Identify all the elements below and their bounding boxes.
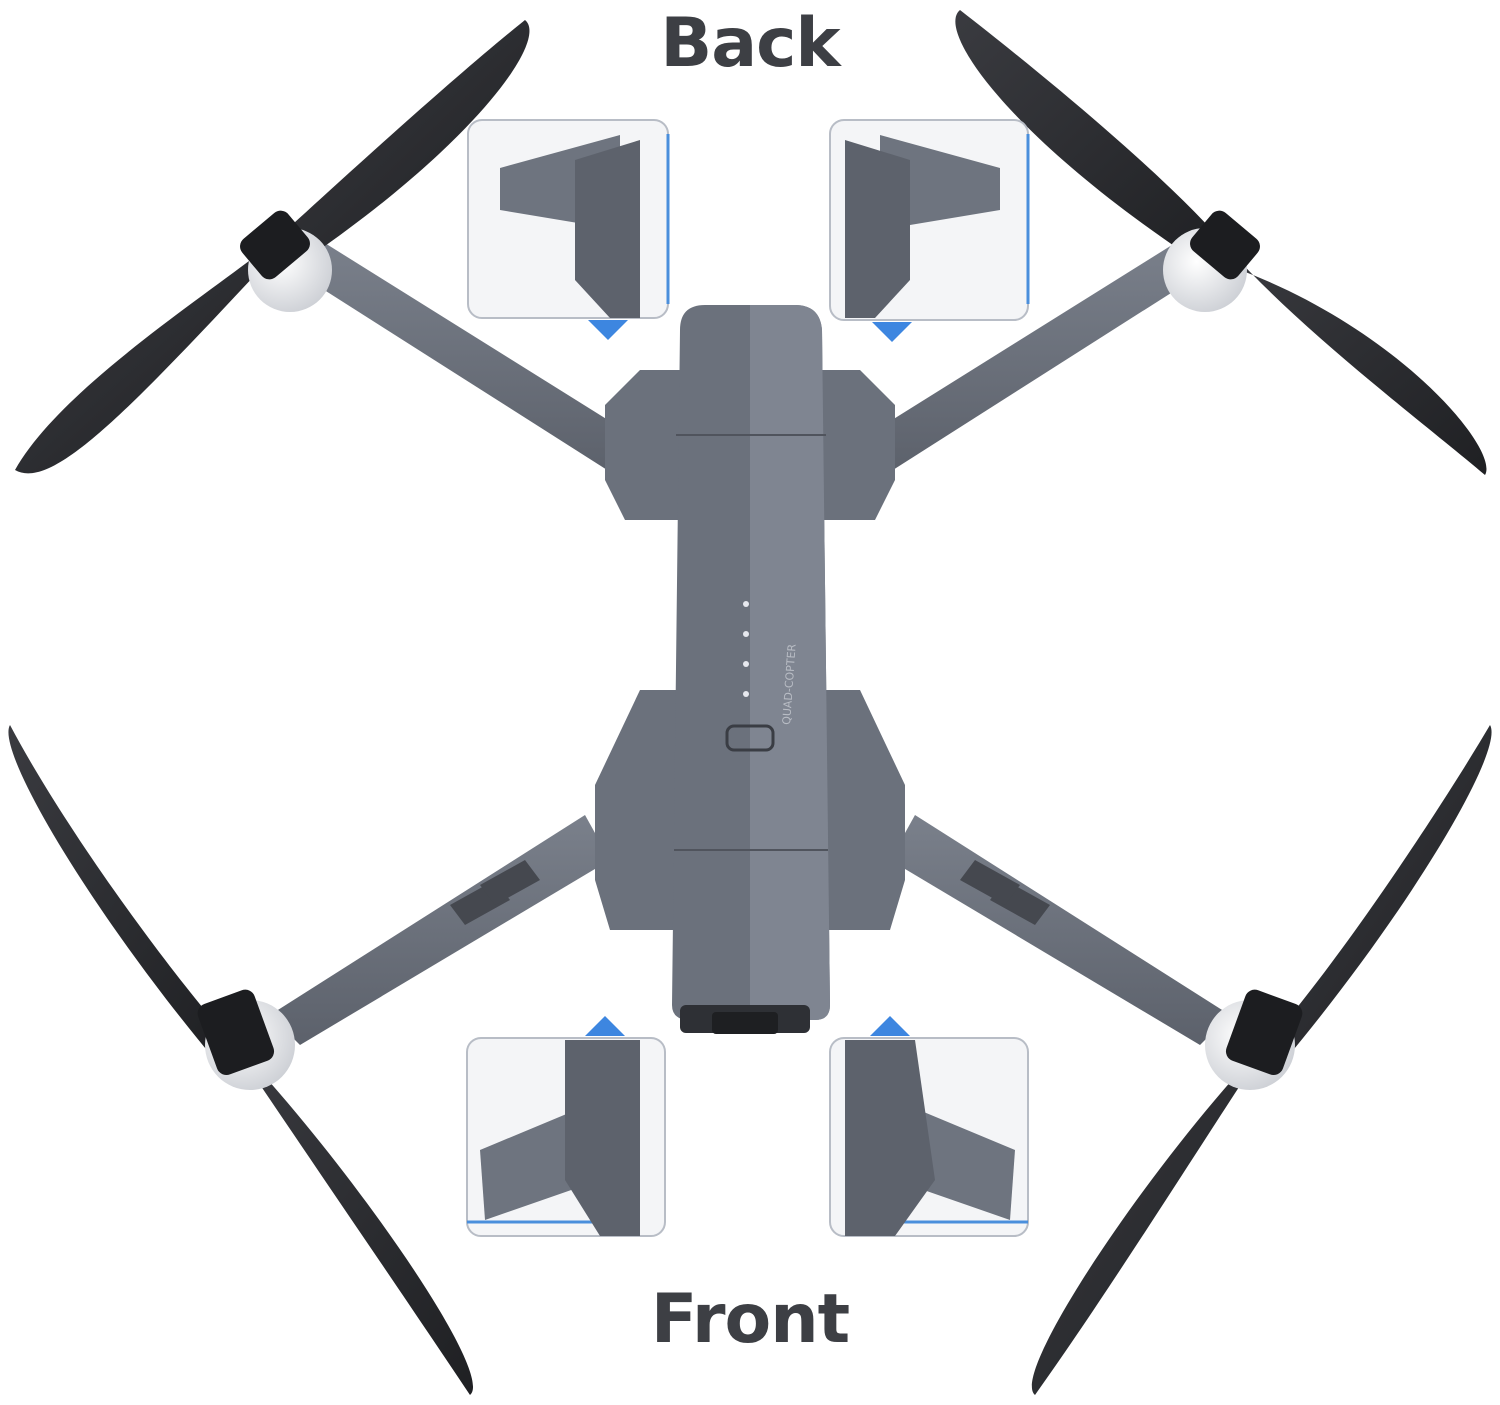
battery-indicator bbox=[743, 601, 749, 697]
status-led-icon bbox=[743, 691, 749, 697]
propeller-back-right bbox=[955, 10, 1487, 475]
back-label: Back bbox=[660, 4, 840, 83]
drone-body bbox=[595, 305, 905, 1034]
pointer-icon bbox=[870, 1016, 910, 1036]
callout-back-left bbox=[467, 119, 670, 340]
propeller-front-right bbox=[1031, 725, 1492, 1395]
pointer-icon bbox=[588, 320, 628, 340]
arm-front-left bbox=[270, 815, 610, 1045]
status-led-icon bbox=[743, 661, 749, 667]
arm-back-left bbox=[285, 240, 640, 475]
callout-front-right bbox=[829, 1016, 1029, 1237]
power-button-icon[interactable] bbox=[725, 724, 775, 752]
callout-front-left bbox=[466, 1016, 666, 1237]
body-marking: QUAD-COPTER bbox=[780, 643, 799, 725]
propeller-back-left bbox=[15, 20, 530, 474]
propeller-front-left bbox=[8, 725, 474, 1395]
front-label: Front bbox=[650, 1280, 850, 1359]
status-led-icon bbox=[743, 601, 749, 607]
arm-front-right bbox=[890, 815, 1230, 1045]
callout-back-right bbox=[829, 119, 1030, 342]
pointer-icon bbox=[872, 322, 912, 342]
status-led-icon bbox=[743, 631, 749, 637]
pointer-icon bbox=[585, 1016, 625, 1036]
arm-back-right bbox=[860, 240, 1215, 475]
